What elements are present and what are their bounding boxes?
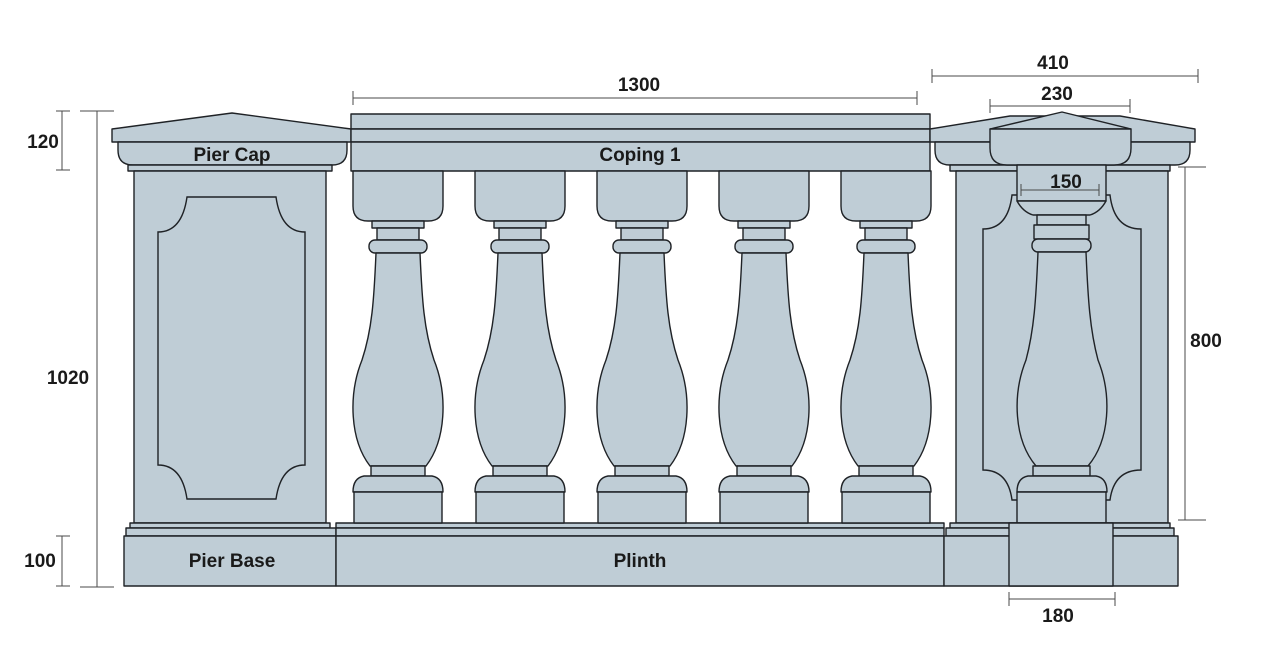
base-height-dimension-text: 100 <box>24 551 56 572</box>
cap-height-dimension-text: 120 <box>27 132 59 153</box>
neck-dimension-text: 150 <box>1050 172 1082 193</box>
pier-width-dimension-text: 410 <box>1037 53 1069 74</box>
dimension-base-height: 100 <box>24 535 70 587</box>
baluster-base-dimension-text: 180 <box>1042 606 1074 627</box>
dimension-baluster-base: 180 <box>1008 592 1116 627</box>
dimension-cap-height: 120 <box>27 110 70 171</box>
total-height-dimension-text: 1020 <box>47 368 89 389</box>
baluster-5 <box>840 170 932 524</box>
coping-label: Coping 1 <box>599 145 681 166</box>
plinth-label: Plinth <box>614 551 667 572</box>
baluster-1 <box>352 170 444 524</box>
pier-base-label: Pier Base <box>189 551 276 572</box>
dimension-pier-width: 410 <box>931 53 1199 83</box>
dimension-baluster-height: 800 <box>1178 166 1222 521</box>
dimension-total-height: 1020 <box>47 110 114 588</box>
baluster-3 <box>596 170 688 524</box>
cap-center-dimension-text: 230 <box>1041 84 1073 105</box>
dimension-neck: 150 <box>1020 172 1100 196</box>
pier-cap-label: Pier Cap <box>193 145 270 166</box>
baluster-4 <box>718 170 810 524</box>
left-pier <box>111 112 352 587</box>
dimension-cap-center: 230 <box>989 84 1131 113</box>
dimension-span: 1300 <box>352 75 918 105</box>
baluster-height-dimension-text: 800 <box>1190 331 1222 352</box>
right-pier <box>929 111 1196 587</box>
baluster-2 <box>474 170 566 524</box>
span-dimension-text: 1300 <box>618 75 660 96</box>
